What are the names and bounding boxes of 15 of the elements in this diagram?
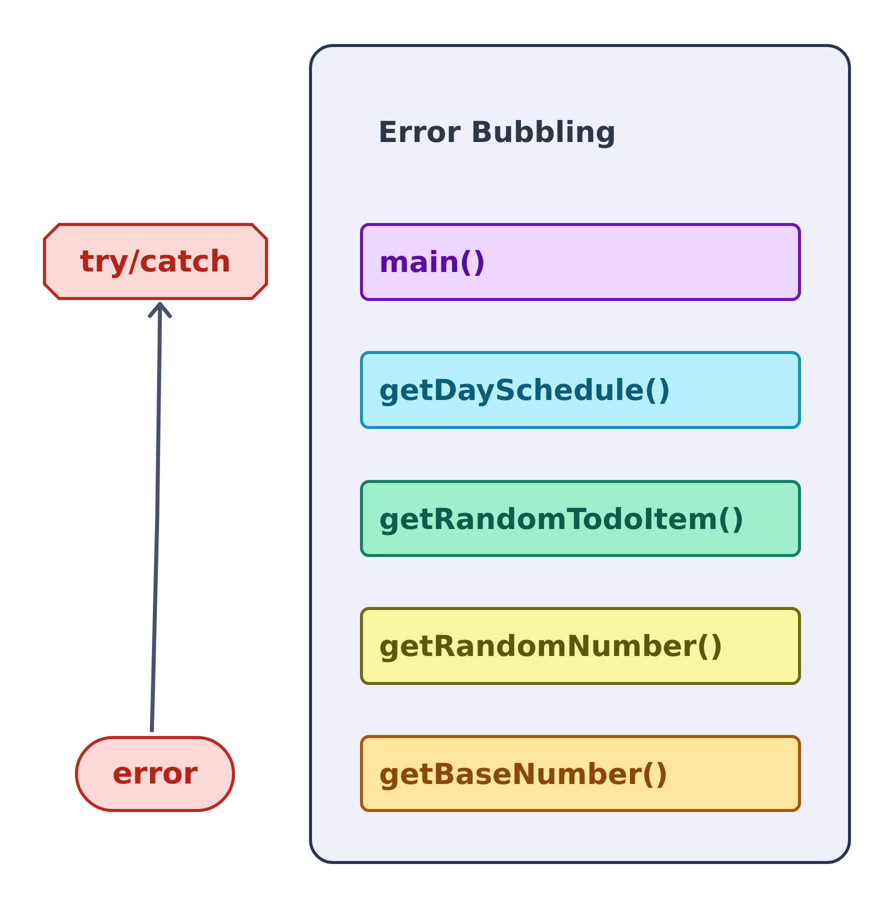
- function-box: [360, 480, 801, 557]
- panel-title: Error Bubbling: [378, 115, 616, 149]
- function-name: getBaseNumber(): [379, 756, 668, 790]
- call-stack-panel: [309, 44, 851, 864]
- function-name: error: [112, 756, 198, 792]
- function-name: getRandomNumber(): [379, 629, 724, 663]
- function-name: getDaySchedule(): [379, 373, 671, 407]
- function-box: [360, 223, 801, 301]
- arrow: [148, 302, 172, 732]
- function-box: [360, 607, 801, 685]
- function-name: main(): [379, 245, 486, 279]
- function-box: [360, 735, 801, 812]
- function-name: getRandomTodoItem(): [379, 502, 744, 536]
- function-name: try/catch: [80, 244, 232, 279]
- function-box: [360, 351, 801, 429]
